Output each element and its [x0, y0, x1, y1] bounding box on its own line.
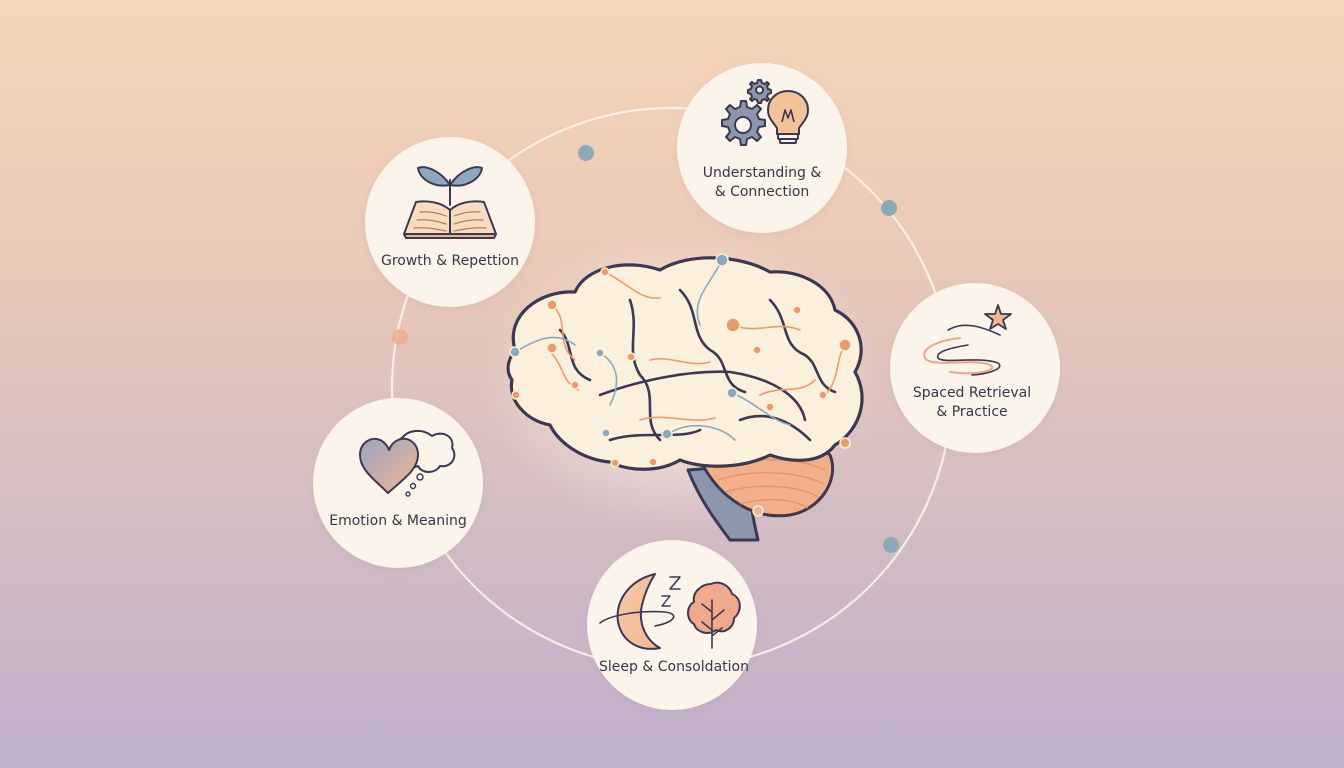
path-star-icon: [923, 304, 1012, 376]
node-label-emotion: Emotion & Meaning: [329, 513, 467, 529]
ring-dot: [392, 329, 408, 345]
gear-lightbulb-icon: [721, 79, 809, 146]
node-label-growth: Growth & Repettion: [380, 253, 519, 269]
ring-dot: [881, 200, 897, 216]
node-label-spaced: Spaced Retrieval & Practice: [912, 385, 1032, 420]
book-sprout-icon: [403, 166, 497, 239]
node-label-understanding: Understanding & & Connection: [702, 165, 822, 200]
moon-tree-icon: [599, 573, 741, 650]
heart-thought-icon: [359, 430, 456, 497]
ring-dot: [883, 537, 899, 553]
node-spaced: [890, 283, 1060, 453]
cerebrum: [506, 256, 864, 471]
node-label-sleep: Sleep & Consoldation: [599, 659, 749, 675]
brain-illustration: [480, 230, 880, 542]
ring-dot: [578, 145, 594, 161]
